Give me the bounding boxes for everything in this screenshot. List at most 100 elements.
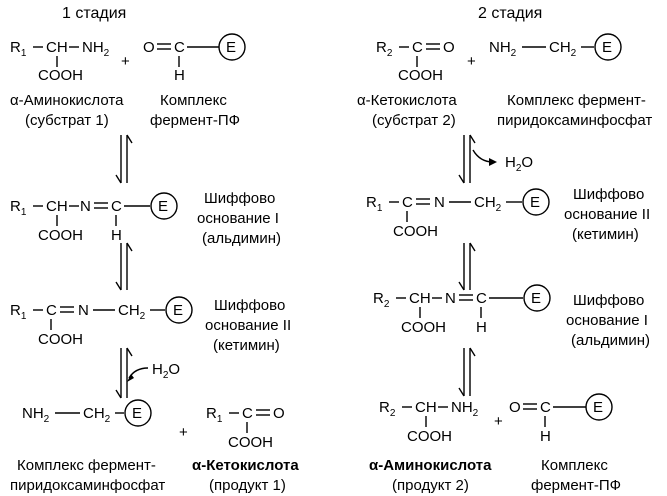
- enzyme-circle: [124, 399, 152, 427]
- svg-text:C: C: [242, 405, 253, 422]
- enzyme-circle: [150, 192, 178, 220]
- svg-text:E: E: [593, 399, 603, 416]
- left-enzyme-pf-structure: O C H E: [143, 33, 246, 84]
- svg-text:N: N: [445, 290, 456, 307]
- svg-text:CH2: CH2: [474, 194, 502, 214]
- svg-text:NH2: NH2: [22, 405, 50, 425]
- svg-text:R2: R2: [373, 290, 390, 310]
- enzyme-circle: [522, 188, 550, 216]
- svg-text:R1: R1: [206, 405, 223, 425]
- right-schiff1-structure: R2 CH N C H COOH E: [373, 284, 551, 336]
- left-schiff2-structure: R1 C N CH2 COOH E: [10, 296, 193, 348]
- left-ketoacid-structure: R1 C O COOH: [206, 405, 285, 451]
- left-schiff2-line1: Шиффово: [214, 297, 285, 314]
- svg-text:H: H: [174, 67, 185, 84]
- right-aminoacid-name: α-Аминокислота: [369, 457, 492, 474]
- svg-text:O: O: [443, 39, 455, 56]
- svg-text:E: E: [132, 405, 142, 422]
- svg-text:COOH: COOH: [38, 227, 83, 244]
- svg-text:COOH: COOH: [393, 223, 438, 240]
- right-schiff2-line2: основание II: [564, 206, 650, 223]
- svg-text:H: H: [111, 227, 122, 244]
- svg-text:COOH: COOH: [38, 331, 83, 348]
- svg-text:C: C: [46, 302, 57, 319]
- svg-text:E: E: [226, 39, 236, 56]
- svg-text:CH: CH: [46, 39, 68, 56]
- svg-text:O: O: [509, 399, 521, 416]
- svg-text:E: E: [531, 290, 541, 307]
- left-water-label: H2O: [152, 361, 180, 381]
- svg-text:CH: CH: [409, 290, 431, 307]
- left-aminoacid-structure: R1 CH NH2 COOH: [10, 39, 110, 84]
- left-ketoacid-name: α-Кетокислота: [192, 457, 299, 474]
- svg-text:R1: R1: [10, 39, 27, 59]
- left-schiff1-line2: основание I: [197, 210, 279, 227]
- svg-text:NH2: NH2: [451, 399, 479, 419]
- plus-sign: +: [467, 53, 476, 70]
- svg-text:NH2: NH2: [82, 39, 110, 59]
- right-schiff2-structure: R1 C N CH2 COOH E: [366, 188, 550, 240]
- right-complex-pam-line2: пиридоксаминфосфат: [497, 112, 652, 129]
- svg-text:R1: R1: [10, 198, 27, 218]
- left-ketoacid-role: (продукт 1): [209, 477, 286, 494]
- left-aminoacid-name: α-Аминокислота: [10, 92, 124, 109]
- svg-text:COOH: COOH: [401, 319, 446, 336]
- right-aminoacid-structure: R2 CH NH2 COOH: [379, 399, 479, 445]
- enzyme-circle: [218, 33, 246, 61]
- svg-text:CH: CH: [415, 399, 437, 416]
- svg-text:H: H: [540, 428, 551, 445]
- left-schiff2-line2: основание II: [205, 317, 291, 334]
- plus-sign: +: [121, 53, 130, 70]
- equilibrium-arrow: [115, 134, 133, 184]
- svg-text:COOH: COOH: [407, 428, 452, 445]
- right-schiff2-line1: Шиффово: [573, 186, 644, 203]
- svg-text:COOH: COOH: [228, 434, 273, 451]
- left-complex-pam-line1: Комплекс фермент-: [17, 457, 156, 474]
- svg-text:COOH: COOH: [398, 67, 443, 84]
- svg-text:N: N: [434, 194, 445, 211]
- svg-text:N: N: [78, 302, 89, 319]
- svg-text:COOH: COOH: [38, 67, 83, 84]
- svg-text:NH2: NH2: [489, 39, 517, 59]
- svg-text:CH: CH: [46, 198, 68, 215]
- svg-text:H: H: [476, 319, 487, 336]
- enzyme-circle: [585, 393, 613, 421]
- svg-text:E: E: [602, 39, 612, 56]
- right-ketoacid-name: α-Кетокислота: [357, 92, 457, 109]
- svg-text:C: C: [412, 39, 423, 56]
- left-schiff1-line3: (альдимин): [202, 230, 281, 247]
- right-complex-pf-line1: Комплекс: [541, 457, 608, 474]
- right-schiff2-line3: (кетимин): [572, 226, 639, 243]
- svg-text:O: O: [273, 405, 285, 422]
- left-schiff2-line3: (кетимин): [213, 337, 280, 354]
- svg-text:E: E: [173, 302, 183, 319]
- equilibrium-arrow: [115, 242, 133, 291]
- svg-text:N: N: [80, 198, 91, 215]
- right-aminoacid-role: (продукт 2): [392, 477, 469, 494]
- right-schiff1-line1: Шиффово: [573, 292, 644, 309]
- left-schiff1-structure: R1 CH N C H COOH E: [10, 192, 178, 244]
- left-complex-pf-line2: фермент-ПФ: [150, 112, 240, 129]
- left-complex-pf-line1: Комплекс: [160, 92, 227, 109]
- svg-text:R1: R1: [10, 302, 27, 322]
- left-enzyme-pam-structure: NH2 CH2 E: [22, 399, 152, 427]
- equilibrium-arrow: [458, 347, 476, 397]
- plus-sign: +: [494, 413, 503, 430]
- right-ketoacid-role: (субстрат 2): [372, 112, 456, 129]
- enzyme-circle: [165, 296, 193, 324]
- svg-text:C: C: [111, 198, 122, 215]
- right-complex-pam-line1: Комплекс фермент-: [507, 92, 646, 109]
- svg-text:R2: R2: [379, 399, 396, 419]
- stage-2-title: 2 стадия: [478, 5, 542, 22]
- svg-text:E: E: [158, 198, 168, 215]
- svg-text:C: C: [540, 399, 551, 416]
- right-ketoacid-structure: R2 C O COOH: [376, 39, 455, 84]
- right-complex-pf-line2: фермент-ПФ: [531, 477, 621, 494]
- svg-text:C: C: [402, 194, 413, 211]
- svg-text:C: C: [174, 39, 185, 56]
- svg-text:CH2: CH2: [118, 302, 146, 322]
- svg-text:CH2: CH2: [549, 39, 577, 59]
- enzyme-circle: [523, 284, 551, 312]
- plus-sign: +: [179, 424, 188, 441]
